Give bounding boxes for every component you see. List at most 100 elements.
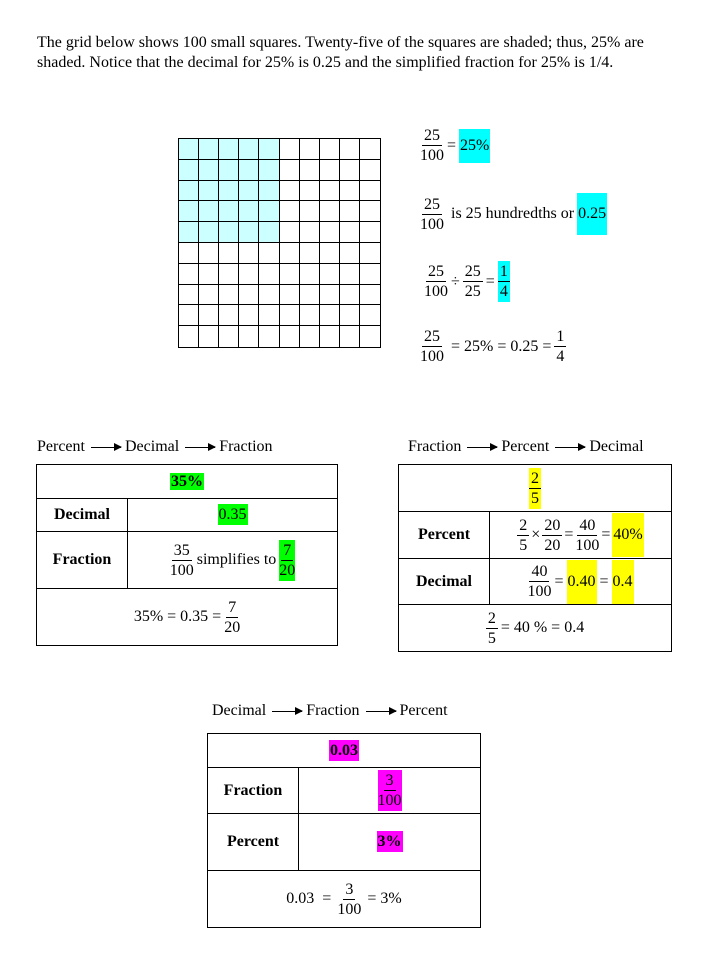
highlight-decimal: 0.03 [329,739,359,761]
equals: = [599,572,609,590]
grid-square [179,326,200,347]
grid-square [199,326,220,347]
grid-square [340,326,360,347]
row-label: Decimal [398,558,490,605]
grid-square [299,284,320,306]
grid-square [199,263,220,285]
grid-square [239,305,260,327]
numerator: 25 [462,263,483,282]
grid-square [339,180,360,202]
grid-square [319,263,340,285]
row-label: Fraction [36,531,128,589]
highlight-percent: 35% [170,472,204,490]
grid-square [359,181,380,202]
grid-square [259,242,280,264]
grid-square [320,326,340,347]
grid-square [319,305,340,327]
heading-step: Decimal [589,438,644,455]
heading-step: Fraction [408,438,462,455]
grid-square [339,242,360,264]
grid-square-shaded [239,201,260,223]
grid-square [319,201,340,223]
row-label: Percent [398,511,490,559]
grid-square [359,160,380,181]
grid-square [299,222,320,243]
grid-square [359,201,380,223]
grid-square [319,159,340,181]
heading-step: Fraction [219,438,273,455]
denominator: 5 [531,489,539,507]
grid-square [279,201,300,223]
intro-paragraph: The grid below shows 100 small squares. … [37,34,644,71]
grid-square [319,242,340,264]
grid-square [339,305,360,327]
equation-text: = 40 % = 0.4 [500,619,585,636]
grid-square [319,222,340,243]
grid-square [299,305,320,327]
grid-square-shaded [239,222,260,243]
divide-sign: ÷ [451,272,460,290]
grid-square [179,284,200,306]
denominator: 5 [487,629,496,647]
grid-square [259,263,280,285]
grid-square [339,263,360,285]
grid-square-shaded [259,222,280,243]
equals: = [447,136,457,154]
grid-square [319,180,340,202]
grid-square [359,305,380,327]
grid-square [219,263,240,285]
grid-square-shaded [219,159,240,181]
numerator: 7 [281,541,294,561]
numerator: 3 [343,880,356,900]
grid-square [299,180,320,202]
grid-square [179,305,200,327]
grid-square [299,159,320,181]
grid-square [179,263,200,285]
denominator: 100 [420,215,444,233]
grid-square [339,201,360,223]
grid-square [199,242,220,264]
denominator: 100 [575,536,600,554]
heading-step: Percent [399,702,448,719]
grid-square [339,284,360,306]
numerator: 20 [542,516,563,536]
grid-square [279,263,300,285]
equation-text: simplifies to [196,551,277,568]
equation-text: 0.03 = [286,890,332,907]
grid-square [299,242,320,264]
grid-square [239,242,260,264]
grid-square-shaded [259,180,280,202]
numerator: 2 [517,516,530,536]
heading-step: Decimal [124,438,180,455]
arrow-right-icon [272,706,304,715]
grid-square-shaded [179,159,200,181]
grid-square [319,139,340,160]
highlight-percent: 25% [459,128,491,163]
grid-square [179,242,200,264]
grid-square [299,263,320,285]
grid-square-shaded [179,222,200,243]
grid-square [279,305,300,327]
grid-square-shaded [259,201,280,223]
denominator: 100 [424,283,448,300]
numerator: 1 [497,263,510,282]
grid-square [239,263,260,285]
grid-square [279,284,300,306]
